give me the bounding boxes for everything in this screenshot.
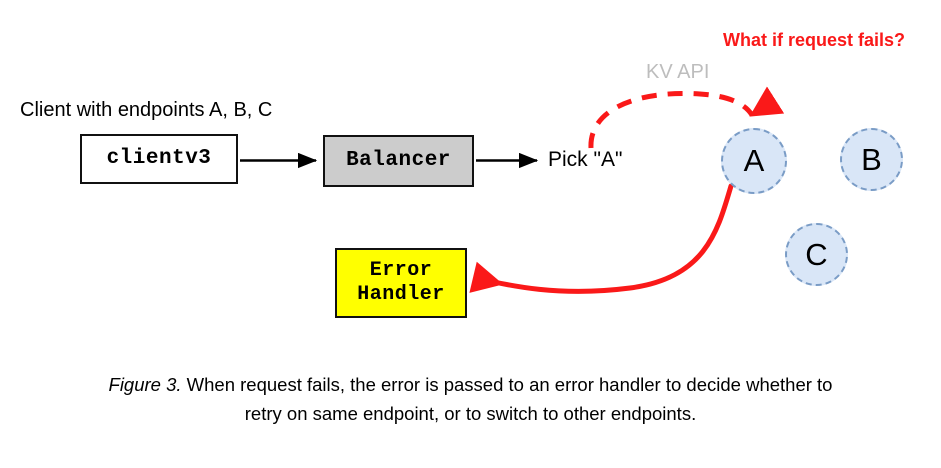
- node-clientv3[interactable]: clientv3: [80, 134, 238, 184]
- endpoint-circle-c[interactable]: C: [785, 223, 848, 286]
- endpoint-circle-a[interactable]: A: [721, 128, 787, 194]
- figure-caption-text: When request fails, the error is passed …: [181, 374, 833, 424]
- error-handler-line-1: Error: [369, 258, 433, 282]
- figure-caption: Figure 3. When request fails, the error …: [95, 371, 846, 428]
- endpoint-circle-b[interactable]: B: [840, 128, 903, 191]
- node-balancer[interactable]: Balancer: [323, 135, 474, 187]
- label-kv-api: KV API: [646, 61, 710, 83]
- figure-number: Figure 3.: [108, 374, 182, 395]
- arrow-kv-api-request: [588, 86, 785, 149]
- label-client-endpoints: Client with endpoints A, B, C: [20, 99, 273, 121]
- node-error-handler[interactable]: Error Handler: [335, 248, 467, 318]
- label-pick-a: Pick "A": [548, 148, 623, 171]
- error-handler-line-2: Handler: [357, 283, 445, 306]
- label-what-if-request-fails: What if request fails?: [723, 30, 906, 50]
- arrow-error-to-handler: [469, 183, 734, 294]
